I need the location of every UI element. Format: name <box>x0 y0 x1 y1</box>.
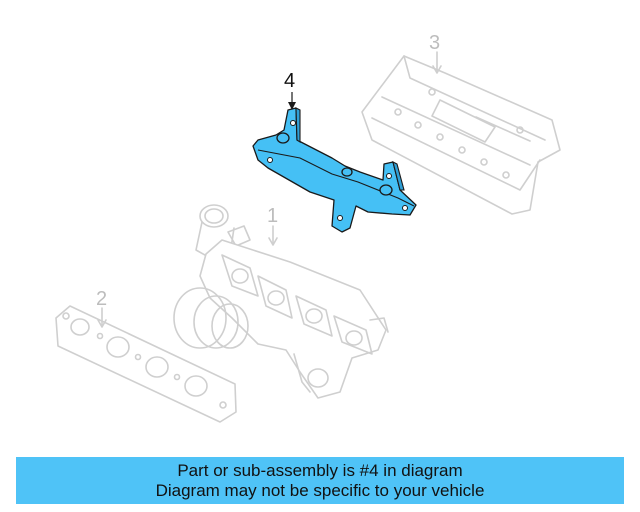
banner-line-2: Diagram may not be specific to your vehi… <box>155 480 485 500</box>
parts-diagram: 3 4 1 2 <box>55 32 561 423</box>
info-banner: Part or sub-assembly is #4 in diagram Di… <box>16 457 624 504</box>
part-4-bracket <box>252 92 417 233</box>
banner-line-1: Part or sub-assembly is #4 in diagram <box>177 460 463 480</box>
callout-3: 3 <box>429 32 440 54</box>
callout-2: 2 <box>96 288 107 310</box>
callout-1: 1 <box>267 205 278 227</box>
part-1-turbo-manifold <box>173 204 389 399</box>
part-2-gasket <box>55 305 237 423</box>
callout-4: 4 <box>284 70 295 92</box>
part-3-heat-shield <box>361 51 561 215</box>
